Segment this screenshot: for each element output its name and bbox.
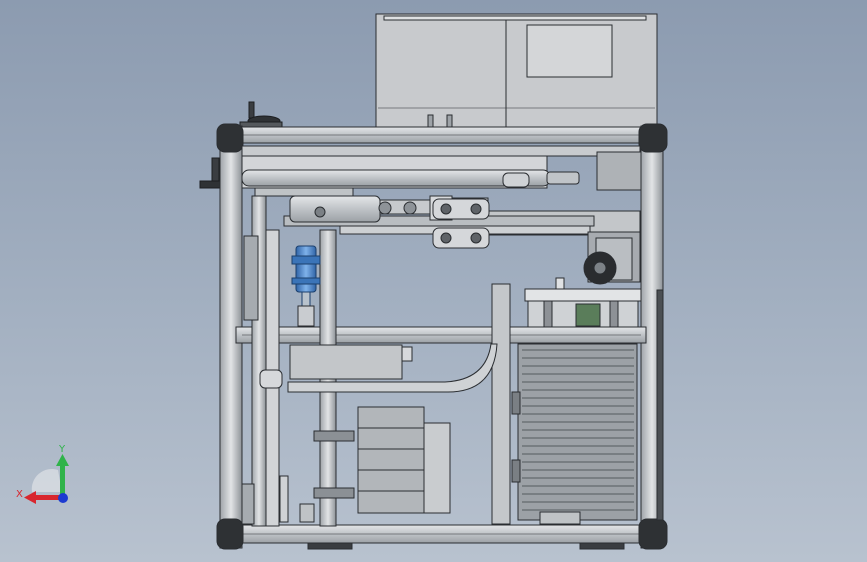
motor-assembly [524, 231, 642, 328]
center-box [313, 406, 451, 514]
y-axis-arrow [56, 454, 69, 496]
x-axis-arrow [24, 491, 62, 504]
top-cabinet [375, 13, 658, 129]
y-axis-label: Y [58, 444, 66, 455]
upper-guides [241, 145, 642, 236]
handwheel-side [199, 157, 223, 189]
frame [216, 123, 668, 550]
right-panel-stack [511, 343, 638, 521]
z-axis-dot [58, 493, 68, 503]
hydraulic-cylinder [291, 245, 321, 327]
handwheel-top [239, 101, 283, 128]
axis-triad: Y X [16, 444, 69, 504]
lower-left-housing [259, 343, 498, 393]
x-axis-label: X [16, 489, 23, 500]
bottom-brackets [241, 475, 581, 525]
bearing-blocks [432, 172, 530, 249]
cabinet-window [526, 24, 613, 78]
